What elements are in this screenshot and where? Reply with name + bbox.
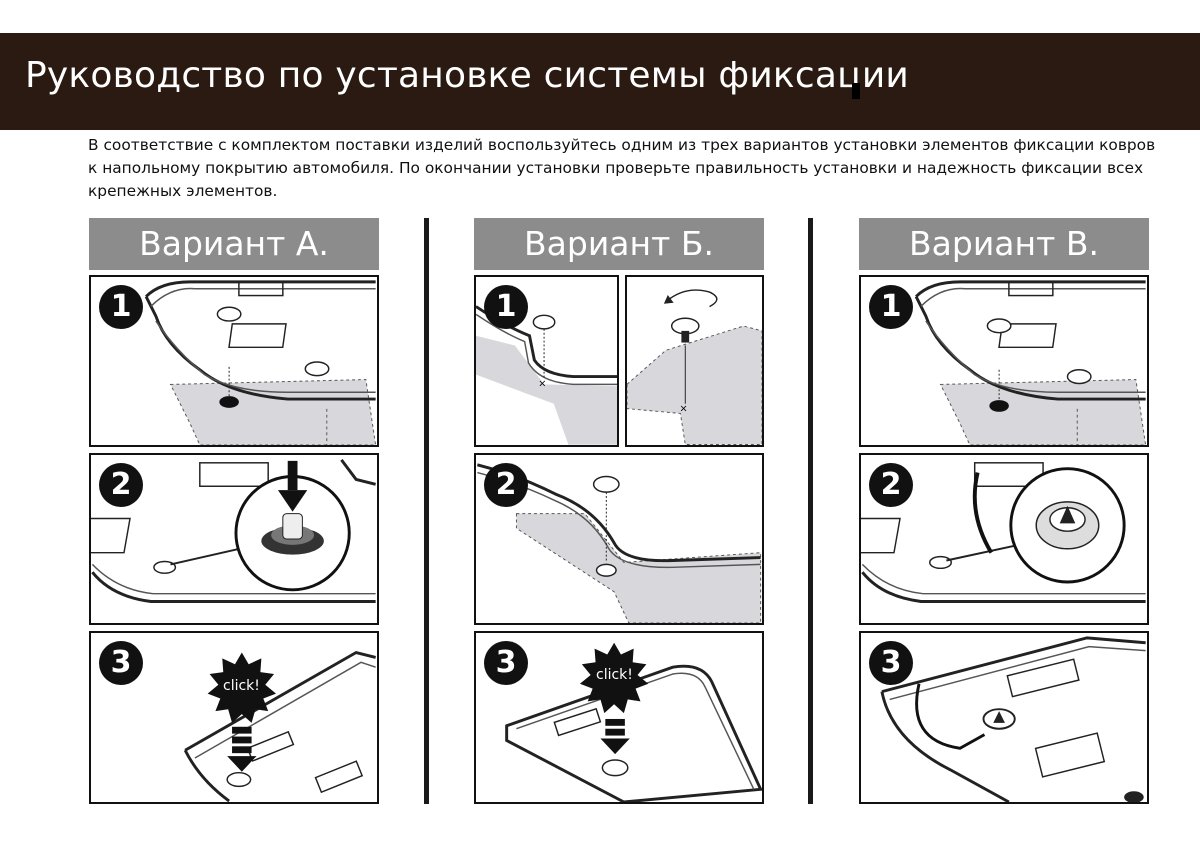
variant-b-column: Вариант Б.	[474, 218, 764, 270]
variant-a-label: Вариант А.	[89, 218, 379, 270]
variant-b-step-2-panel: 2	[474, 453, 764, 625]
column-divider-2	[808, 218, 813, 804]
mat-illustration	[861, 462, 1146, 603]
mat-illustration	[144, 280, 377, 445]
step-number-badge: 2	[99, 463, 143, 507]
intro-text: В соответствие с комплектом поставки изд…	[88, 136, 1156, 200]
click-burst	[579, 642, 649, 714]
mat-illustration	[914, 280, 1147, 445]
step-number-badge: 1	[99, 285, 143, 329]
click-label: click!	[223, 678, 260, 694]
step-number-badge: 3	[99, 641, 143, 685]
click-burst	[207, 652, 277, 723]
mat-illustration	[880, 636, 1146, 802]
variant-v-step-3-panel: 3	[859, 631, 1149, 804]
variant-v-step-1-panel: 1	[859, 275, 1149, 447]
variant-b-step-3-panel: click! 3	[474, 631, 764, 804]
variant-v-column: Вариант В.	[859, 218, 1149, 270]
step-number-badge: 2	[869, 463, 913, 507]
variant-a-step-2-panel: 2	[89, 453, 379, 625]
variant-b-label: Вариант Б.	[474, 218, 764, 270]
variant-a-column: Вариант А.	[89, 218, 379, 270]
fastener-illustration: ×	[627, 289, 762, 445]
variant-a-step-1-panel: 1	[89, 275, 379, 447]
variant-a-step-3-panel: click! 3	[89, 631, 379, 804]
variant-v-label: Вариант В.	[859, 218, 1149, 270]
column-divider-1	[424, 218, 429, 804]
svg-text:×: ×	[679, 404, 687, 415]
variant-b-step-1b-panel: ×	[625, 275, 764, 447]
step-number-badge: 3	[484, 641, 528, 685]
header-bar: Руководство по установке системы фиксаци…	[0, 33, 1200, 130]
step-number-badge: 1	[869, 285, 913, 329]
step-number-badge: 1	[484, 285, 528, 329]
mat-illustration	[183, 650, 377, 802]
step-number-badge: 3	[869, 641, 913, 685]
variant-v-step-2-panel: 2	[859, 453, 1149, 625]
click-label: click!	[596, 667, 633, 683]
mat-illustration	[505, 642, 762, 802]
svg-text:×: ×	[538, 378, 546, 389]
mat-illustration	[91, 459, 376, 603]
variant-b-step-1a-panel: × 1	[474, 275, 619, 447]
page-title: Руководство по установке системы фиксаци…	[25, 55, 910, 96]
step-number-badge: 2	[484, 463, 528, 507]
header-mark	[852, 83, 860, 99]
